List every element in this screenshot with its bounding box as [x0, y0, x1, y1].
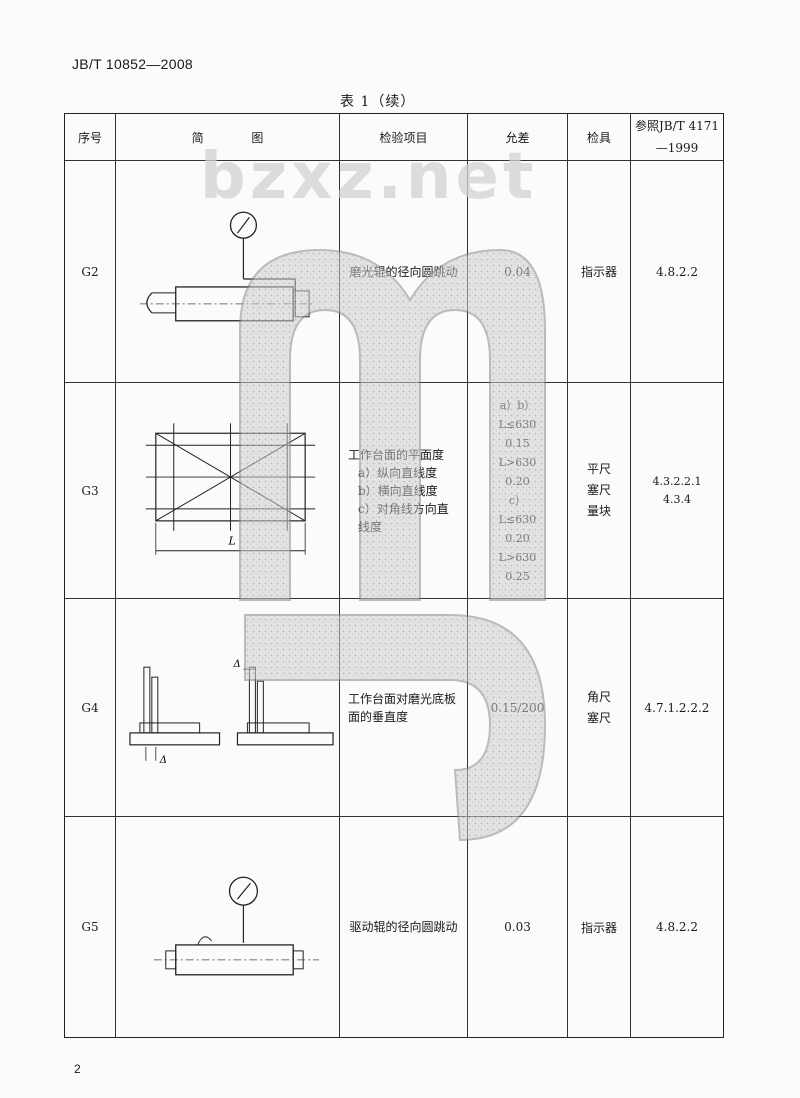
- figure-g3: L: [116, 383, 340, 598]
- tool-g5: 指示器: [568, 817, 631, 1037]
- header-item: 检验项目: [340, 114, 468, 160]
- tool-g2: 指示器: [568, 161, 631, 382]
- gap-label-right: Δ: [232, 659, 240, 670]
- header-figure: 简 图: [116, 114, 340, 160]
- tool-g3: 平尺 塞尺 量块: [568, 383, 631, 598]
- header-tolerance: 允差: [468, 114, 568, 160]
- gap-label-left: Δ: [159, 754, 167, 765]
- seq-cell: G2: [65, 161, 116, 382]
- watermark-text: bzxz.net: [200, 140, 538, 214]
- dimension-label: L: [227, 534, 235, 547]
- drive-roller-runout-diagram: [153, 876, 320, 976]
- table-row-g4: G4 Δ Δ 工作台面对磨光底板面的垂直度 0.15/200 角尺: [65, 599, 723, 817]
- seq-cell: G5: [65, 817, 116, 1037]
- inspection-table: 序号 简 图 检验项目 允差 检具 参照JB/T 4171 —1999 G2: [64, 113, 724, 1038]
- figure-g4: Δ Δ: [116, 599, 340, 816]
- tool-g4: 角尺 塞尺: [568, 599, 631, 816]
- seq-cell: G4: [65, 599, 116, 816]
- table-caption: 表 1（续）: [340, 94, 416, 110]
- header-reference: 参照JB/T 4171 —1999: [634, 119, 720, 155]
- header-seq: 序号: [65, 114, 116, 160]
- item-g3: 工作台面的平面度 a）纵向直线度 b）横向直线度 c）对角线方向直线度: [340, 383, 468, 598]
- tolerance-g3: a）b） L≤630 0.15 L>630 0.20 c） L≤630 0.20…: [468, 383, 568, 598]
- ref-g3: 4.3.2.2.1 4.3.4: [652, 474, 702, 506]
- tolerance-g4: 0.15/200: [468, 599, 568, 816]
- header-tool: 检具: [568, 114, 631, 160]
- document-code: JB/T 10852—2008: [72, 56, 193, 72]
- figure-g5: [116, 817, 340, 1037]
- ref-g5: 4.8.2.2: [656, 920, 698, 934]
- ref-g2: 4.8.2.2: [656, 264, 698, 279]
- item-g4: 工作台面对磨光底板面的垂直度: [340, 599, 468, 816]
- table-row-g5: G5 驱动辊的径向圆跳动 0.03 指示器 4.8.2.2: [65, 817, 723, 1037]
- ref-g4: 4.7.1.2.2.2: [644, 700, 710, 715]
- perpendicularity-diagram: Δ Δ: [129, 659, 334, 765]
- table-row-g3: G3 L 工作台面的平面度 a）纵向直线度 b）: [65, 383, 723, 599]
- table-header-row: 序号 简 图 检验项目 允差 检具 参照JB/T 4171 —1999: [65, 114, 723, 161]
- tolerance-g5: 0.03: [468, 817, 568, 1037]
- seq-cell: G3: [65, 383, 116, 598]
- flatness-diagram: L: [145, 422, 316, 555]
- page-number: 2: [74, 1062, 81, 1076]
- item-g5: 驱动辊的径向圆跳动: [340, 817, 468, 1037]
